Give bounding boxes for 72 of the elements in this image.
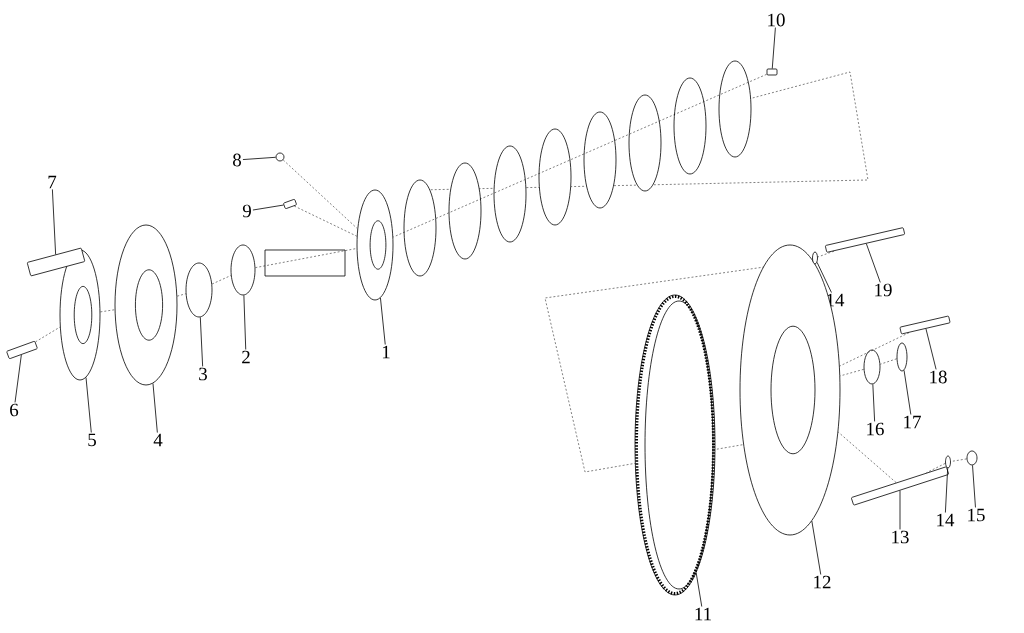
callout-number: 5 bbox=[88, 433, 96, 447]
callout-number: 10 bbox=[768, 13, 785, 27]
callout-number: 14 bbox=[937, 513, 955, 527]
pulley-drawing bbox=[114, 224, 178, 386]
washer-drawing bbox=[945, 455, 951, 469]
stud-drawing bbox=[851, 466, 949, 506]
leader-line bbox=[14, 354, 22, 403]
nut-drawing bbox=[966, 450, 978, 466]
leader-line bbox=[243, 294, 247, 350]
leader-line bbox=[811, 520, 822, 575]
leader-line bbox=[85, 377, 92, 433]
dowel-drawing bbox=[766, 68, 778, 76]
bolt-drawing bbox=[825, 227, 905, 253]
bolt-drawing bbox=[899, 315, 951, 335]
callout-number: 12 bbox=[814, 575, 831, 589]
centre-line bbox=[950, 458, 967, 462]
centre-line bbox=[839, 369, 864, 377]
callout-number: 6 bbox=[10, 403, 19, 417]
centre-line bbox=[817, 250, 835, 258]
leader-line bbox=[252, 204, 284, 211]
centre-line bbox=[283, 159, 358, 229]
callout-number: 16 bbox=[867, 422, 884, 436]
leader-line bbox=[945, 467, 949, 513]
callout-number: 13 bbox=[892, 530, 909, 544]
leader-line bbox=[380, 297, 386, 345]
callout-number: 9 bbox=[242, 204, 251, 218]
callout-number: 15 bbox=[968, 508, 985, 522]
centre-line bbox=[176, 293, 186, 297]
gear-drawing bbox=[230, 244, 256, 296]
centre-line bbox=[838, 431, 897, 483]
leader-line bbox=[199, 316, 204, 367]
callout-number: 1 bbox=[382, 345, 390, 359]
centre-line bbox=[255, 248, 357, 268]
callout-number: 17 bbox=[904, 415, 921, 429]
centre-line bbox=[211, 275, 232, 285]
leader-line bbox=[771, 27, 776, 69]
bearing-drawing bbox=[185, 262, 213, 318]
callout-number: 18 bbox=[930, 370, 947, 384]
bolt-drawing bbox=[6, 341, 38, 359]
leader-line bbox=[52, 189, 57, 255]
leader-line bbox=[152, 383, 158, 433]
centre-line bbox=[880, 358, 897, 365]
centre-line bbox=[35, 326, 61, 343]
leader-line bbox=[816, 262, 832, 293]
centre-line bbox=[392, 74, 767, 238]
callout-number: 14 bbox=[827, 293, 845, 307]
washer-drawing bbox=[812, 251, 818, 265]
callout-number: 2 bbox=[242, 350, 250, 364]
damper-drawing bbox=[59, 249, 101, 381]
centre-line bbox=[294, 205, 358, 237]
leader-line bbox=[865, 243, 881, 283]
centre-line bbox=[839, 332, 910, 367]
centre-line bbox=[926, 463, 946, 474]
crankshaft-drawing bbox=[264, 60, 752, 301]
callout-number: 3 bbox=[199, 367, 207, 381]
leader-line bbox=[242, 156, 276, 160]
callout-number: 4 bbox=[153, 433, 163, 447]
leader-line bbox=[972, 464, 976, 508]
leader-line bbox=[872, 383, 876, 422]
callout-number: 19 bbox=[875, 283, 892, 297]
callout-number: 7 bbox=[48, 175, 57, 189]
ring-gear-drawing bbox=[634, 294, 716, 596]
leader-line bbox=[695, 572, 703, 607]
leader-line bbox=[903, 369, 912, 415]
leader-line bbox=[925, 328, 937, 370]
seal-drawing bbox=[863, 349, 881, 385]
leader-line bbox=[899, 490, 901, 530]
callout-number: 11 bbox=[695, 607, 711, 621]
ring-drawing bbox=[896, 342, 908, 372]
bracket-drawing bbox=[26, 247, 86, 277]
centre-line bbox=[100, 309, 115, 313]
callout-number: 8 bbox=[233, 153, 241, 167]
